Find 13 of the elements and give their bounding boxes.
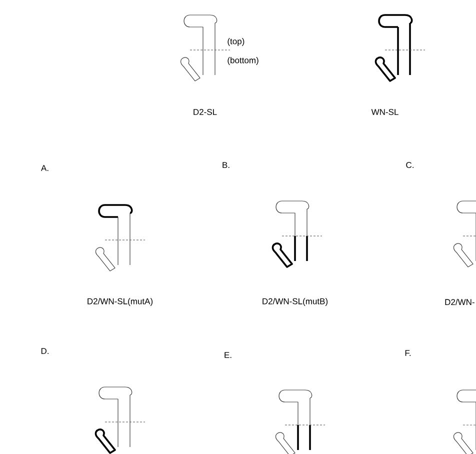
construct-name: D2/WN-SL(mutA) — [88, 298, 153, 306]
panel-letter: D. — [41, 348, 48, 354]
construct-name: D2/WN- — [445, 298, 474, 306]
panel-letter: E. — [224, 352, 232, 358]
strand-label: (top) — [228, 38, 244, 46]
construct-name: D2/WN-SL(mutB) — [262, 298, 328, 306]
construct-name: WN-SL — [371, 109, 398, 115]
construct-name: D2-SL — [194, 109, 217, 115]
panel-letter: C. — [406, 162, 414, 168]
panel-letter: F. — [405, 350, 411, 356]
panel-letter: A. — [41, 165, 48, 171]
panel-letter: B. — [222, 162, 230, 168]
strand-label: (bottom) — [228, 57, 258, 65]
